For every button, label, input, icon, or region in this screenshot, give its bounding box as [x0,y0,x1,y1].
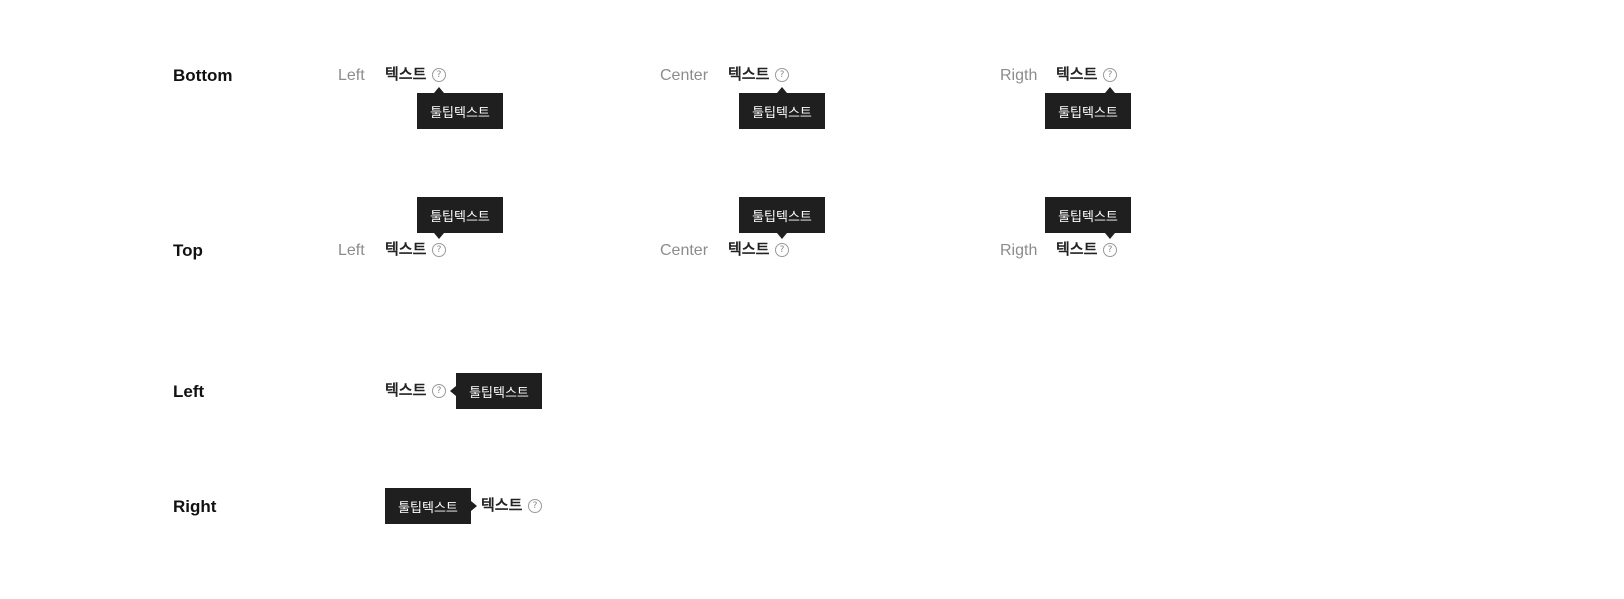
label-text: 텍스트 [728,66,770,83]
label-text: 텍스트 [481,497,523,514]
help-circle-icon[interactable]: ? [775,243,789,257]
tooltip-arrow [777,87,787,93]
row-label-bottom: Bottom [173,66,233,85]
position-label-right: Rigth [1000,67,1038,84]
help-circle-icon[interactable]: ? [432,243,446,257]
help-circle-icon[interactable]: ? [432,384,446,398]
tooltip: 툴팁텍스트 [739,197,825,233]
position-label-left: Left [338,67,365,84]
label-text: 텍스트 [385,382,427,399]
tooltip: 툴팁텍스트 [385,488,471,524]
tooltip: 툴팁텍스트 [417,93,503,129]
help-circle-icon[interactable]: ? [775,68,789,82]
help-circle-icon[interactable]: ? [432,68,446,82]
row-label-left: Left [173,382,205,401]
position-label-right: Rigth [1000,242,1038,259]
position-label-center: Center [660,242,709,259]
tooltip: 툴팁텍스트 [417,197,503,233]
row-label-top: Top [173,241,203,260]
label-text: 텍스트 [385,66,427,83]
tooltip: 툴팁텍스트 [1045,93,1131,129]
tooltip-arrow [434,233,444,239]
tooltip: 툴팁텍스트 [739,93,825,129]
tooltip: 툴팁텍스트 [456,373,542,409]
row-label-right: Right [173,497,217,516]
help-circle-icon[interactable]: ? [1103,68,1117,82]
position-label-center: Center [660,67,709,84]
label-text: 텍스트 [1056,66,1098,83]
tooltip-arrow [450,386,456,396]
help-circle-icon[interactable]: ? [1103,243,1117,257]
help-circle-icon[interactable]: ? [528,499,542,513]
tooltip-arrow [471,501,477,511]
label-text: 텍스트 [728,241,770,258]
tooltip-arrow [1105,233,1115,239]
tooltip: 툴팁텍스트 [1045,197,1131,233]
position-label-left: Left [338,242,365,259]
label-text: 텍스트 [1056,241,1098,258]
label-text: 텍스트 [385,241,427,258]
tooltip-arrow [1105,87,1115,93]
tooltip-arrow [777,233,787,239]
tooltip-arrow [434,87,444,93]
